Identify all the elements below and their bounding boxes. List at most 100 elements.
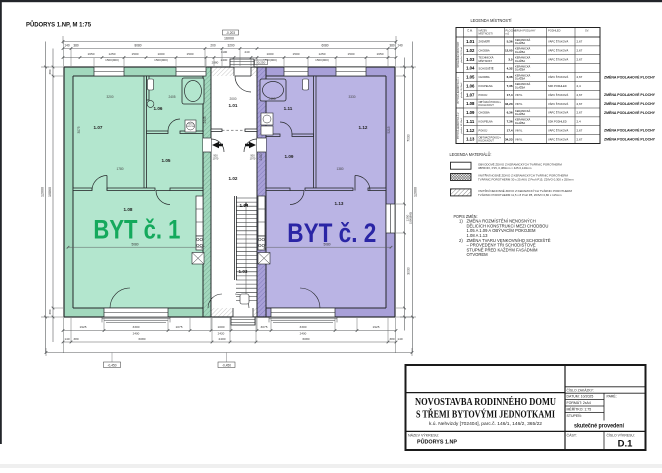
svg-text:m2: m2 <box>506 31 510 35</box>
svg-text:ZMĚNA PODLAHOVÉ PLOCHY: ZMĚNA PODLAHOVÉ PLOCHY <box>604 101 656 106</box>
svg-text:1.05: 1.05 <box>162 158 171 163</box>
svg-text:1000: 1000 <box>218 325 225 329</box>
svg-text:DATUM: 10/2025: DATUM: 10/2025 <box>567 395 594 399</box>
svg-text:VINYL: VINYL <box>515 137 523 141</box>
svg-text:1.01: 1.01 <box>229 103 238 108</box>
svg-text:1.06: 1.06 <box>466 83 475 88</box>
svg-text:2080: 2080 <box>212 61 219 65</box>
svg-text:TVÁRNIC POROTHERM 30 x 25 AKU: TVÁRNIC POROTHERM 30 x 25 AKU Z Profi P1… <box>478 178 574 182</box>
svg-text:ZMĚNA PODLAHOVÉ PLOCHY: ZMĚNA PODLAHOVÉ PLOCHY <box>604 110 656 115</box>
svg-text:140: 140 <box>64 43 70 47</box>
svg-text:KOUPELNA: KOUPELNA <box>479 84 493 88</box>
svg-text:KERAMICKÁ: KERAMICKÁ <box>515 38 531 42</box>
svg-text:2405: 2405 <box>168 95 175 99</box>
svg-text:1500(900): 1500(900) <box>263 58 277 62</box>
svg-text:MÍSTNOST: MÍSTNOST <box>479 59 493 63</box>
svg-text:MÍSTNOSTI: MÍSTNOSTI <box>479 31 493 35</box>
svg-text:VNITŘNÍ NENOSNÉ ZDIVO Z KERAMI: VNITŘNÍ NENOSNÉ ZDIVO Z KERAMICKÝCH TVÁR… <box>478 188 572 193</box>
svg-text:380: 380 <box>48 69 52 74</box>
svg-text:3075: 3075 <box>77 126 81 133</box>
svg-text:– PROVEDENY TŘI SCHODIŠŤOVÉ: – PROVEDENY TŘI SCHODIŠŤOVÉ <box>467 243 536 248</box>
svg-text:1925: 1925 <box>80 325 87 329</box>
svg-text:OBÝVACÍ POKOJ+: OBÝVACÍ POKOJ+ <box>479 135 502 139</box>
svg-text:34,23: 34,23 <box>505 137 513 141</box>
svg-text:3300: 3300 <box>300 325 307 329</box>
svg-text:KERAMICKÁ: KERAMICKÁ <box>515 47 531 51</box>
svg-text:2,67: 2,67 <box>577 40 583 44</box>
svg-text:BYTOVÁ JEDNOTKA Č.1: BYTOVÁ JEDNOTKA Č.1 <box>457 76 460 103</box>
svg-text:ČÍSLO VÝKRESU:: ČÍSLO VÝKRESU: <box>607 433 635 438</box>
svg-text:12000: 12000 <box>414 187 418 197</box>
svg-text:3200: 3200 <box>106 95 113 99</box>
svg-text:7030: 7030 <box>407 134 411 142</box>
svg-text:2,67: 2,67 <box>577 102 583 106</box>
svg-text:S TŘEMI BYTOVÝMI JEDNOTKAMI: S TŘEMI BYTOVÝMI JEDNOTKAMI <box>416 409 555 421</box>
svg-text:900: 900 <box>213 154 218 158</box>
svg-text:2405: 2405 <box>268 97 275 101</box>
svg-text:1500: 1500 <box>293 52 300 56</box>
svg-text:3300: 3300 <box>133 325 140 329</box>
svg-text:OTVOREM: OTVOREM <box>467 252 489 257</box>
svg-text:6,36: 6,36 <box>507 111 513 115</box>
svg-text:DLAŽBA: DLAŽBA <box>515 120 525 125</box>
svg-text:1.02: 1.02 <box>229 176 238 181</box>
svg-text:4,32: 4,32 <box>507 66 513 70</box>
svg-text:6080: 6080 <box>321 43 328 47</box>
svg-text:DLAŽBA: DLAŽBA <box>515 40 525 45</box>
svg-text:-0,450: -0,450 <box>107 363 116 367</box>
svg-text:1970: 1970 <box>213 156 219 160</box>
svg-text:DRUH PODLAHY: DRUH PODLAHY <box>515 29 536 33</box>
svg-text:KERAMICKÁ: KERAMICKÁ <box>515 64 531 68</box>
svg-text:DLAŽBA: DLAŽBA <box>515 76 525 81</box>
svg-text:1.03: 1.03 <box>466 57 475 62</box>
svg-text:KERAMICKÁ: KERAMICKÁ <box>515 73 531 77</box>
svg-text:POKOJ: POKOJ <box>479 93 488 97</box>
svg-text:NOVOSTAVBA RODINNÉHO DOMU: NOVOSTAVBA RODINNÉHO DOMU <box>415 396 557 408</box>
svg-text:KERAMICKÁ: KERAMICKÁ <box>515 118 531 122</box>
svg-text:140: 140 <box>397 337 402 341</box>
svg-text:6,36: 6,36 <box>507 75 513 79</box>
svg-text:16000: 16000 <box>224 37 234 41</box>
svg-text:3030: 3030 <box>407 267 411 275</box>
svg-text:7,36: 7,36 <box>507 84 513 88</box>
svg-text:DLAŽBA: DLAŽBA <box>515 111 525 116</box>
svg-text:1.04: 1.04 <box>240 203 249 208</box>
svg-text:VÁPC ŠTUKOVÁ: VÁPC ŠTUKOVÁ <box>548 39 568 44</box>
svg-text:ZMĚNA PODLAHOVÉ PLOCHY: ZMĚNA PODLAHOVÉ PLOCHY <box>604 92 656 97</box>
svg-text:1.07: 1.07 <box>94 125 103 130</box>
svg-text:KERAMICKÁ: KERAMICKÁ <box>515 82 531 86</box>
svg-text:VINYL: VINYL <box>515 128 523 132</box>
svg-text:1.05: 1.05 <box>466 75 475 80</box>
svg-text:7,36: 7,36 <box>507 120 513 124</box>
svg-text:VÁPC ŠTUKOVÁ: VÁPC ŠTUKOVÁ <box>548 74 568 79</box>
svg-text:VÁPC ŠTUKOVÁ: VÁPC ŠTUKOVÁ <box>548 56 568 61</box>
svg-text:FORMÁT: 2xA4: FORMÁT: 2xA4 <box>567 401 591 405</box>
svg-text:VNITŘNÍ NOSNÉ ZDIVO Z KERAMICK: VNITŘNÍ NOSNÉ ZDIVO Z KERAMICKÝCH TVÁRNI… <box>478 173 568 178</box>
svg-text:1500(900): 1500(900) <box>409 212 413 224</box>
svg-text:2400: 2400 <box>221 58 228 62</box>
svg-text:OBÝVACÍ POKOJ+: OBÝVACÍ POKOJ+ <box>479 100 502 104</box>
svg-text:380: 380 <box>48 309 52 314</box>
svg-text:1925: 1925 <box>373 325 380 329</box>
svg-text:VÁPC ŠTUKOVÁ: VÁPC ŠTUKOVÁ <box>548 110 568 115</box>
svg-text:LEGENDA MATERIÁLŮ:: LEGENDA MATERIÁLŮ: <box>450 151 492 157</box>
svg-text:1500(900): 1500(900) <box>105 58 119 62</box>
svg-text:plocha: 65,35m2: plocha: 65,35m2 <box>461 82 463 98</box>
svg-text:ZMĚNA PODLAHOVÉ PLOCHY: ZMĚNA PODLAHOVÉ PLOCHY <box>604 128 656 133</box>
svg-text:1.11: 1.11 <box>466 119 475 124</box>
svg-text:3200: 3200 <box>227 43 234 47</box>
svg-text:D.1: D.1 <box>618 439 634 450</box>
svg-text:PLOCHA: PLOCHA <box>506 28 517 32</box>
svg-text:VÁPC ŠTUKOVÁ: VÁPC ŠTUKOVÁ <box>548 136 568 141</box>
svg-text:k.ú. Nehvizdy [702404], parc.č: k.ú. Nehvizdy [702404], parc.č. 146/1, 1… <box>429 421 543 426</box>
svg-text:2400: 2400 <box>133 331 140 335</box>
svg-text:2,67: 2,67 <box>577 57 583 61</box>
svg-text:STUPNĚ PŘED KAŽDÝM FASÁDNÍM: STUPNĚ PŘED KAŽDÝM FASÁDNÍM <box>467 247 538 252</box>
svg-text:SDK PODHLED: SDK PODHLED <box>548 84 567 88</box>
svg-text:ZÁDVEŘÍ: ZÁDVEŘÍ <box>479 39 491 44</box>
svg-text:2000: 2000 <box>229 97 236 101</box>
svg-text:1.13: 1.13 <box>335 201 344 206</box>
svg-text:1.09: 1.09 <box>285 154 294 159</box>
svg-text:VÁPC ŠTUKOVÁ: VÁPC ŠTUKOVÁ <box>548 92 568 97</box>
svg-text:380: 380 <box>389 337 394 341</box>
